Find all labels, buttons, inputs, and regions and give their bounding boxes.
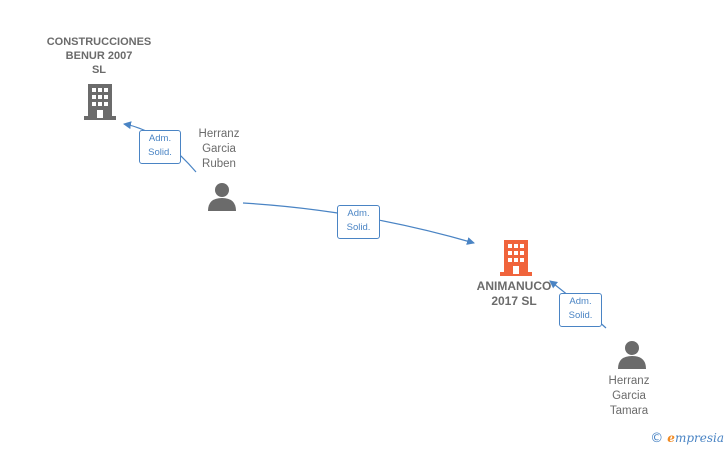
edge-badge-line1: Adm. [148, 133, 172, 144]
building-icon[interactable] [500, 240, 532, 281]
person-label-ruben[interactable]: Herranz Garcia Ruben [198, 128, 240, 170]
company-label-construcciones[interactable]: CONSTRUCCIONES BENUR 2007 SL [46, 36, 152, 76]
edge-badge-line2: Solid. [346, 222, 371, 233]
brand-initial: e [667, 431, 675, 445]
company-label-animanuco[interactable]: ANIMANUCO 2017 SL [476, 279, 552, 308]
edge-badge-ruben-animanuco[interactable]: Adm. Solid. [337, 205, 380, 239]
person-icon[interactable] [617, 340, 647, 375]
edge-badge-line2: Solid. [568, 310, 593, 321]
person-icon[interactable] [207, 182, 237, 217]
edge-badge-line1: Adm. [347, 208, 370, 219]
edge-badge-line2: Solid. [148, 147, 172, 158]
edge-badge-ruben-construcciones[interactable]: Adm. Solid. [139, 130, 181, 164]
copyright-icon: © [650, 431, 664, 446]
person-label-tamara[interactable]: Herranz Garcia Tamara [608, 375, 650, 417]
edge-badge-tamara-animanuco[interactable]: Adm. Solid. [559, 293, 602, 327]
building-icon[interactable] [84, 84, 116, 125]
brand-name: mpresia [674, 431, 724, 445]
edge-badge-line1: Adm. [569, 296, 592, 307]
empresia-logo[interactable]: ©empresia [650, 431, 724, 446]
